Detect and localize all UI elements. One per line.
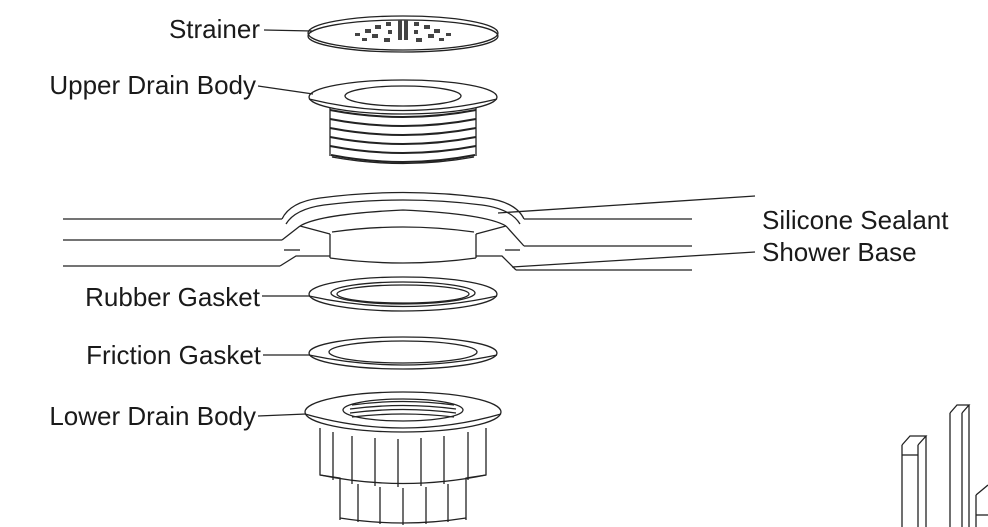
thread-rings (329, 109, 477, 163)
rubber-gasket-part (308, 276, 498, 312)
skirt-ribs (332, 432, 469, 525)
leader-shower-base (511, 251, 756, 268)
label-shower-base: Shower Base (762, 237, 917, 267)
strainer-part (307, 15, 499, 53)
label-rubber-gasket: Rubber Gasket (85, 282, 260, 312)
label-upper-drain-body: Upper Drain Body (49, 70, 256, 100)
leader-strainer (263, 29, 313, 32)
leader-lower-drain-body (257, 413, 307, 417)
label-lower-drain-body: Lower Drain Body (49, 401, 256, 431)
shower-base-part (63, 191, 692, 271)
corner-fragment (901, 404, 988, 527)
label-friction-gasket: Friction Gasket (86, 340, 261, 370)
friction-gasket-part (308, 336, 498, 370)
label-strainer: Strainer (168, 14, 260, 44)
lower-drain-body-part (304, 391, 502, 525)
label-silicone-sealant: Silicone Sealant (762, 205, 949, 235)
internal-threads (349, 400, 457, 418)
upper-drain-body-part (308, 79, 498, 165)
leader-upper-drain-body (257, 85, 314, 95)
leader-silicone-sealant (497, 195, 756, 214)
strainer-holes (355, 20, 451, 42)
